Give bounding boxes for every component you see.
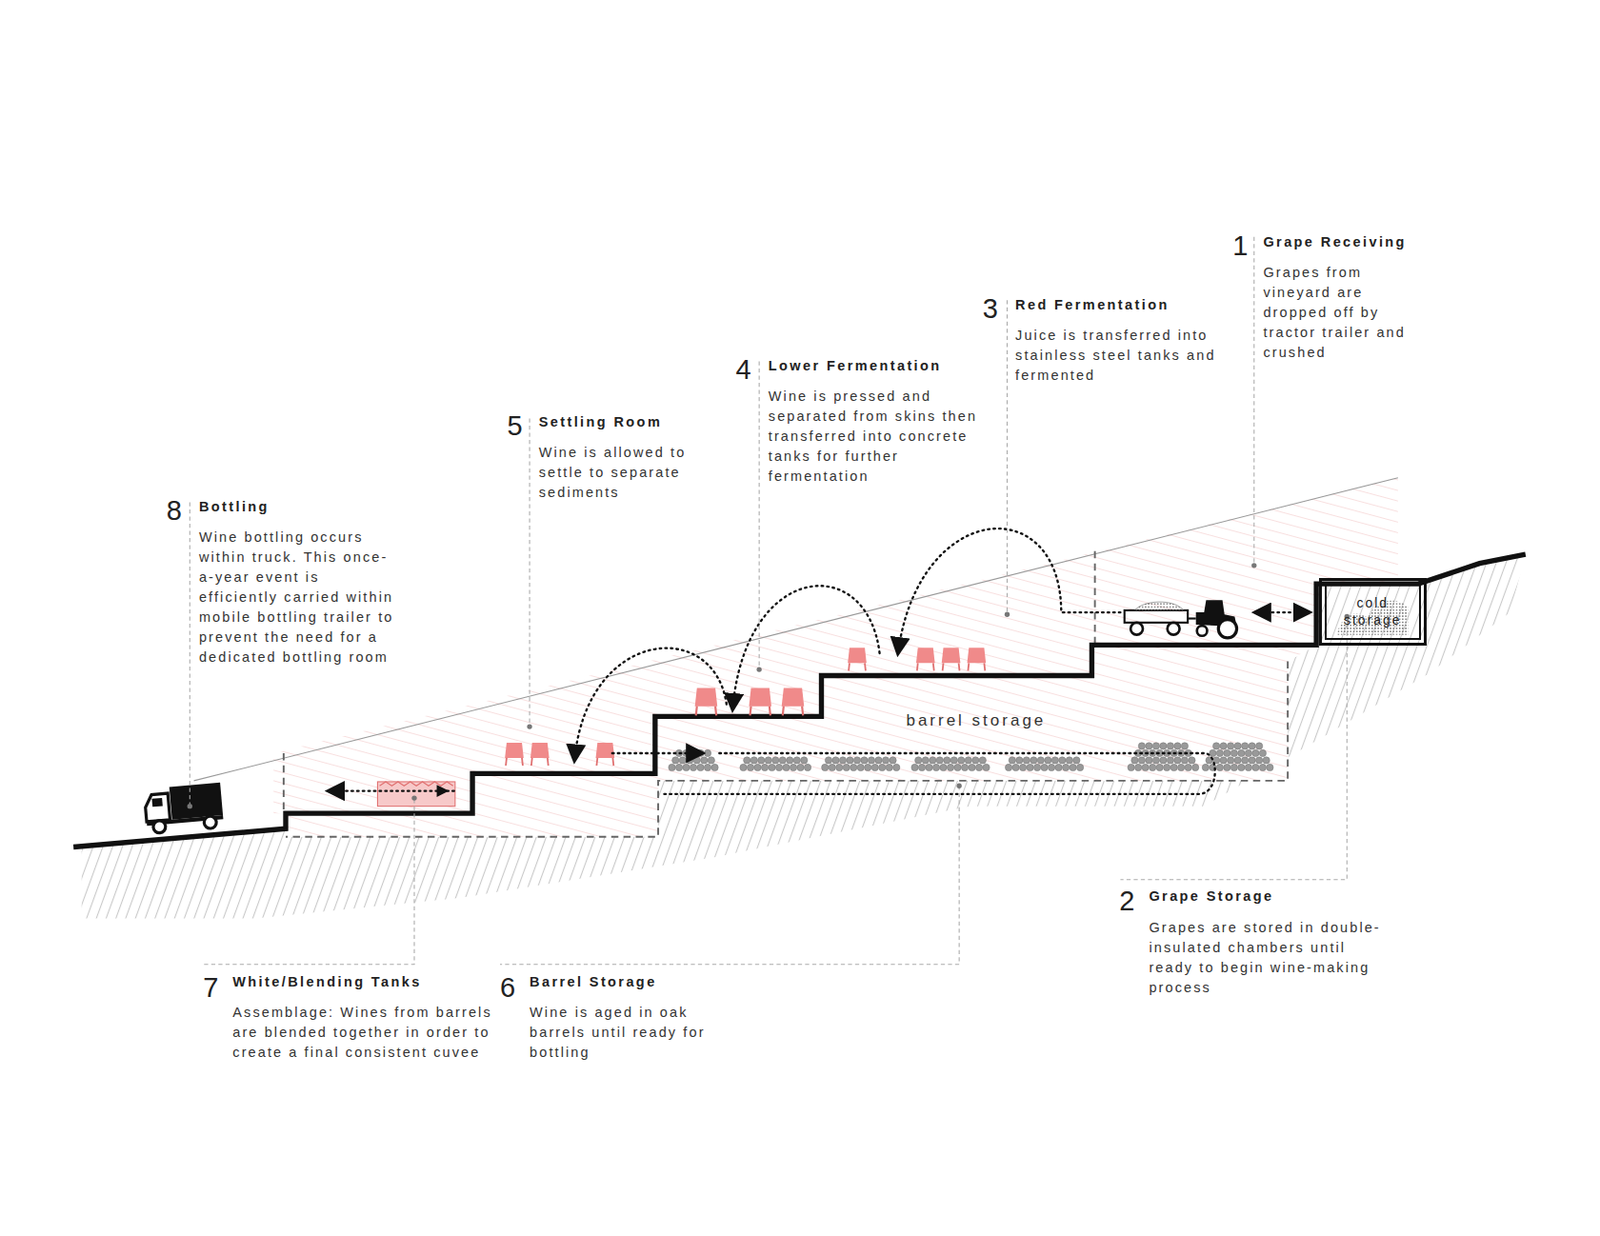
- callout-text: Wine is pressed and separated from skins…: [768, 386, 979, 487]
- callout-heading: Settling Room: [539, 413, 662, 431]
- callout-number: 8: [166, 495, 182, 526]
- callout-text: Grapes from vineyard are dropped off by …: [1262, 262, 1429, 363]
- box-label: cold storage: [1326, 594, 1420, 629]
- callout-number: 5: [507, 410, 523, 441]
- callout-text: Wine is allowed to settle to separate se…: [539, 442, 721, 503]
- callout-heading: Grape Storage: [1148, 887, 1274, 905]
- callout-heading: Barrel Storage: [529, 973, 658, 991]
- tractor-icon: [1124, 600, 1238, 639]
- callout-heading: Lower Fermentation: [768, 357, 942, 375]
- callout-number: 6: [500, 972, 516, 1003]
- callout-number: 2: [1119, 885, 1135, 917]
- callout-number: 7: [202, 972, 219, 1003]
- callout-heading: Red Fermentation: [1015, 296, 1170, 314]
- callout-heading: Grape Receiving: [1262, 233, 1406, 251]
- truck-icon: [143, 782, 224, 835]
- callout-number: 1: [1232, 230, 1248, 261]
- area-label: barrel storage: [905, 711, 1046, 731]
- storage-box: cold storage: [1324, 583, 1421, 640]
- callout-text: Juice is transferred into stainless stee…: [1015, 325, 1225, 386]
- callout-text: Assemblage: Wines from barrels are blend…: [232, 1002, 500, 1063]
- callout-text: Grapes are stored in double-insulated ch…: [1148, 918, 1386, 999]
- callout-heading: Bottling: [199, 498, 270, 516]
- callout-heading: White/Blending Tanks: [232, 973, 421, 991]
- tanks: [504, 647, 986, 766]
- callout-text: Wine is aged in oak barrels until ready …: [529, 1002, 729, 1063]
- callout-number: 4: [736, 354, 752, 385]
- callout-text: Wine bottling occurs within truck. This …: [199, 527, 401, 668]
- callout-number: 3: [982, 293, 999, 324]
